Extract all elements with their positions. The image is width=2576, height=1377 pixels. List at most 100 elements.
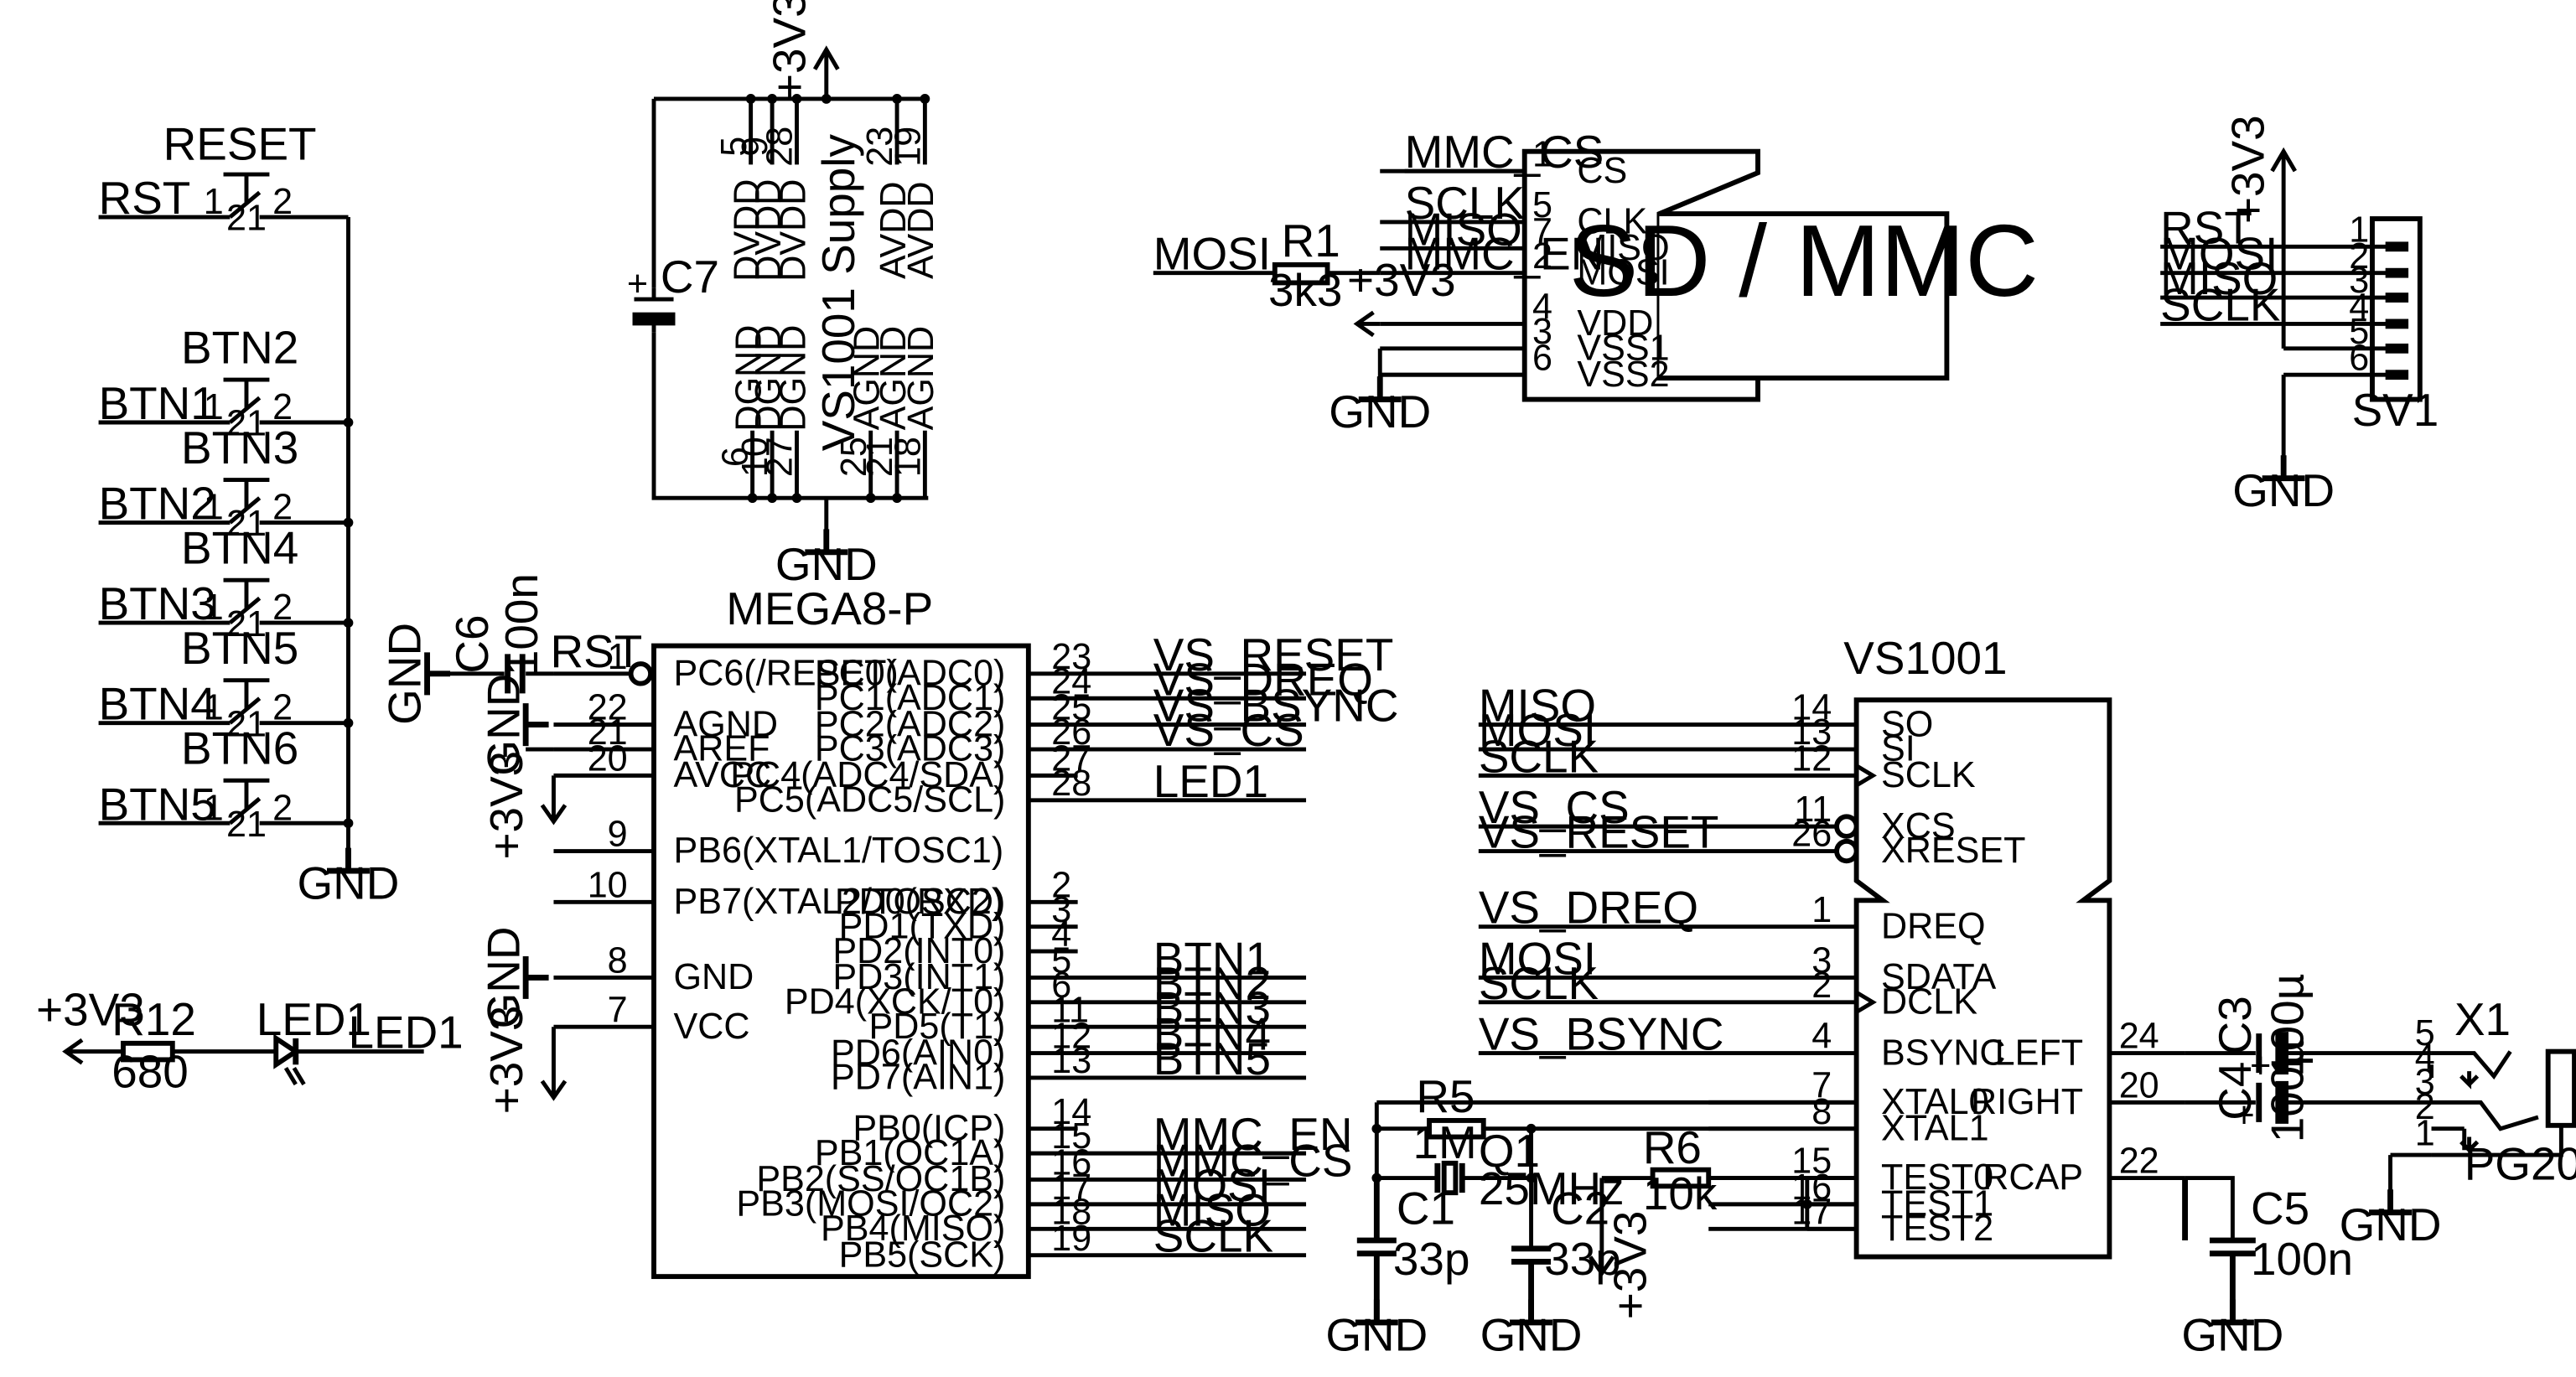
switch-name: BTN4 bbox=[181, 522, 298, 574]
switch-name: BTN3 bbox=[181, 422, 298, 474]
c4-value: 100µ bbox=[2262, 1039, 2314, 1142]
net-label: VS_RESET bbox=[1153, 629, 1394, 681]
xreset-inversion-bubble bbox=[1834, 838, 1859, 864]
mcu-pin-name: PC3(ADC3) bbox=[815, 729, 1006, 769]
net-label: BTN3 bbox=[1153, 981, 1271, 1033]
mcu-pin-number: 9 bbox=[608, 815, 628, 855]
mcu-pin-name: PB2(SS/OC1B) bbox=[756, 1159, 1005, 1199]
net-label: MISO bbox=[2160, 252, 2278, 304]
junction-dot bbox=[892, 493, 902, 504]
net-label: MOSI bbox=[1153, 1159, 1271, 1211]
supply-pin-number: 9 bbox=[735, 137, 775, 157]
net-label: LED1 bbox=[1153, 755, 1268, 807]
mcu-pin-number: 22 bbox=[588, 688, 628, 728]
net-label: MOSI bbox=[2160, 228, 2278, 280]
sd-pin-number: 7 bbox=[1532, 211, 1552, 251]
mcu-pin-name: AVCC bbox=[674, 755, 772, 795]
vs-pin-name: TEST0 bbox=[1881, 1157, 1993, 1198]
x1-pin-number: 2 bbox=[2415, 1087, 2435, 1127]
supply-pin-name: AGND bbox=[901, 326, 941, 431]
switch-actuator bbox=[223, 577, 270, 610]
switch-actuator bbox=[223, 478, 270, 510]
supply-pin-number: 25 bbox=[834, 437, 874, 477]
mcu-pin-number: 8 bbox=[608, 941, 628, 981]
vs-pin-name: SDATA bbox=[1881, 957, 1997, 997]
mcu-pin-number: 20 bbox=[588, 738, 628, 779]
mcu-pin-number: 19 bbox=[1051, 1219, 1091, 1259]
switch-pin-number: 1 bbox=[204, 387, 224, 427]
sd-pin-number: 2 bbox=[1532, 236, 1552, 277]
vcc-arrow bbox=[540, 1027, 568, 1101]
sv1-pin-number: 4 bbox=[2349, 287, 2369, 328]
mcu-pin-number: 7 bbox=[608, 990, 628, 1030]
x1-pin-number: 5 bbox=[2415, 1013, 2435, 1053]
supply-pin-number: 19 bbox=[889, 127, 929, 167]
c2-value: 33p bbox=[1544, 1233, 1621, 1285]
x1-name: X1 bbox=[2454, 993, 2511, 1045]
net-label: BTN5 bbox=[1153, 1033, 1271, 1085]
net-label: VS_RESET bbox=[1479, 806, 1719, 858]
vs-pin-name: TEST2 bbox=[1881, 1209, 1993, 1249]
ground-symbol bbox=[522, 703, 549, 747]
net-label: SCLK bbox=[1153, 1210, 1273, 1262]
xcs-inversion-bubble bbox=[1834, 814, 1859, 839]
c5-wire bbox=[2185, 1176, 2235, 1241]
c3-value: 100µ bbox=[2262, 974, 2314, 1077]
x1-spring-arrow bbox=[2459, 1071, 2480, 1090]
mcu-pin-name: PD0(RXD) bbox=[835, 882, 1006, 922]
sv1-pwr-label: +3V3 bbox=[2222, 115, 2274, 224]
mcu-pin-name: PC1(ADC1) bbox=[815, 678, 1006, 718]
mcu-pin-name: AREF bbox=[674, 729, 770, 769]
switch-pin-number: 2 bbox=[272, 182, 293, 222]
mcu-pin-name: PD7(AIN1) bbox=[831, 1058, 1005, 1098]
ground-symbol bbox=[2369, 1189, 2413, 1216]
r5-resistor bbox=[1427, 1117, 1486, 1140]
net-label: MMC_CS bbox=[1405, 126, 1604, 178]
ground-symbol bbox=[1510, 1299, 1553, 1326]
sv1-pin-number: 6 bbox=[2349, 338, 2369, 378]
mcu-pin-name: PD1(TXD) bbox=[839, 906, 1006, 946]
c4-polarity: + bbox=[2234, 1095, 2255, 1136]
sv1-pin bbox=[2385, 241, 2409, 252]
junction-dot bbox=[920, 94, 930, 104]
switch-actuator bbox=[223, 377, 270, 410]
switch-actuator bbox=[223, 678, 270, 710]
mcu-pin-number: 2 bbox=[1051, 865, 1071, 905]
vs1001-name: VS1001 bbox=[1843, 632, 2007, 684]
vs-pin-name: TEST1 bbox=[1881, 1184, 1993, 1224]
switch-btn2 bbox=[228, 396, 349, 425]
sd-card-body bbox=[1659, 211, 1950, 381]
mcu-name: MEGA8-P bbox=[726, 582, 933, 634]
mcu-pin-number: 27 bbox=[1051, 738, 1091, 779]
mcu-pin-number: 10 bbox=[588, 865, 628, 905]
vs-pin-name: XRESET bbox=[1881, 831, 2025, 871]
vs-pin-number: 17 bbox=[1791, 1192, 1832, 1232]
mcu-pin-number: 13 bbox=[1051, 1041, 1091, 1081]
switch-pin-number: 2 bbox=[272, 387, 293, 427]
vs-pin-name: RIGHT bbox=[1971, 1082, 2083, 1122]
ground-symbol bbox=[424, 652, 450, 696]
mcu-pin-number: 4 bbox=[1051, 914, 1071, 955]
mcu-pin-name: AGND bbox=[674, 704, 779, 744]
mcu-pin-name: PC2(ADC2) bbox=[815, 704, 1006, 744]
x1-contacts bbox=[2429, 1050, 2539, 1151]
sd-pin-name: VSS1 bbox=[1577, 329, 1669, 369]
switch-reset bbox=[228, 190, 349, 220]
ground-symbol bbox=[2262, 455, 2305, 482]
led1-name: LED1 bbox=[257, 993, 371, 1045]
c5-name: C5 bbox=[2251, 1182, 2309, 1234]
switch-sub-number: 21 bbox=[226, 199, 267, 239]
ground-symbol bbox=[2211, 1299, 2254, 1326]
x1-pin-number: 3 bbox=[2415, 1063, 2435, 1103]
test-pwr-label: +3V3 bbox=[1604, 1211, 1656, 1320]
c3-name: C3 bbox=[2209, 996, 2261, 1054]
supply-pin-number: 6 bbox=[716, 447, 756, 467]
supply-outline bbox=[651, 96, 929, 500]
vs-pin-number: 1 bbox=[1811, 890, 1832, 930]
mcu-pin-number: 23 bbox=[1051, 637, 1091, 677]
switch-pin-number: 1 bbox=[204, 788, 224, 828]
sv1-pin bbox=[2385, 370, 2409, 380]
x1-spring-arrow bbox=[2459, 1136, 2480, 1156]
